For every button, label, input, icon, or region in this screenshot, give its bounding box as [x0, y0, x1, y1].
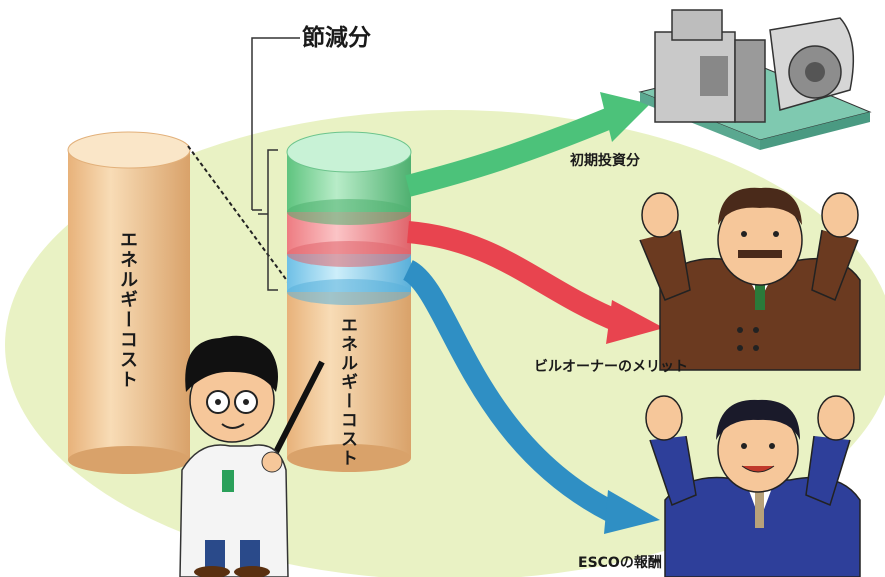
projection-line [187, 145, 289, 283]
arrow-blue [402, 260, 617, 522]
arrow-green-head [600, 92, 650, 142]
equipment-icon [638, 9, 872, 150]
esco-person-icon [645, 395, 861, 577]
cylinder-before-label: エネルギーコスト [117, 230, 138, 390]
cylinder-before [67, 131, 191, 474]
savings-title: 節減分 [302, 25, 371, 51]
arrow-red [406, 221, 625, 333]
arrow-blue-head [604, 490, 660, 534]
savings-bracket [251, 37, 300, 291]
building-owner-icon [639, 187, 861, 371]
arrow-green [405, 107, 615, 197]
label-owner-merit: ビルオーナーのメリット [534, 359, 688, 375]
scientist-icon [179, 335, 325, 577]
cylinder-after [286, 131, 412, 472]
cylinder-after-label: エネルギーコスト [337, 316, 357, 468]
label-esco-reward: ESCOの報酬 [578, 555, 662, 571]
arrow-red-head [606, 300, 664, 344]
label-initial-investment: 初期投資分 [570, 153, 640, 169]
